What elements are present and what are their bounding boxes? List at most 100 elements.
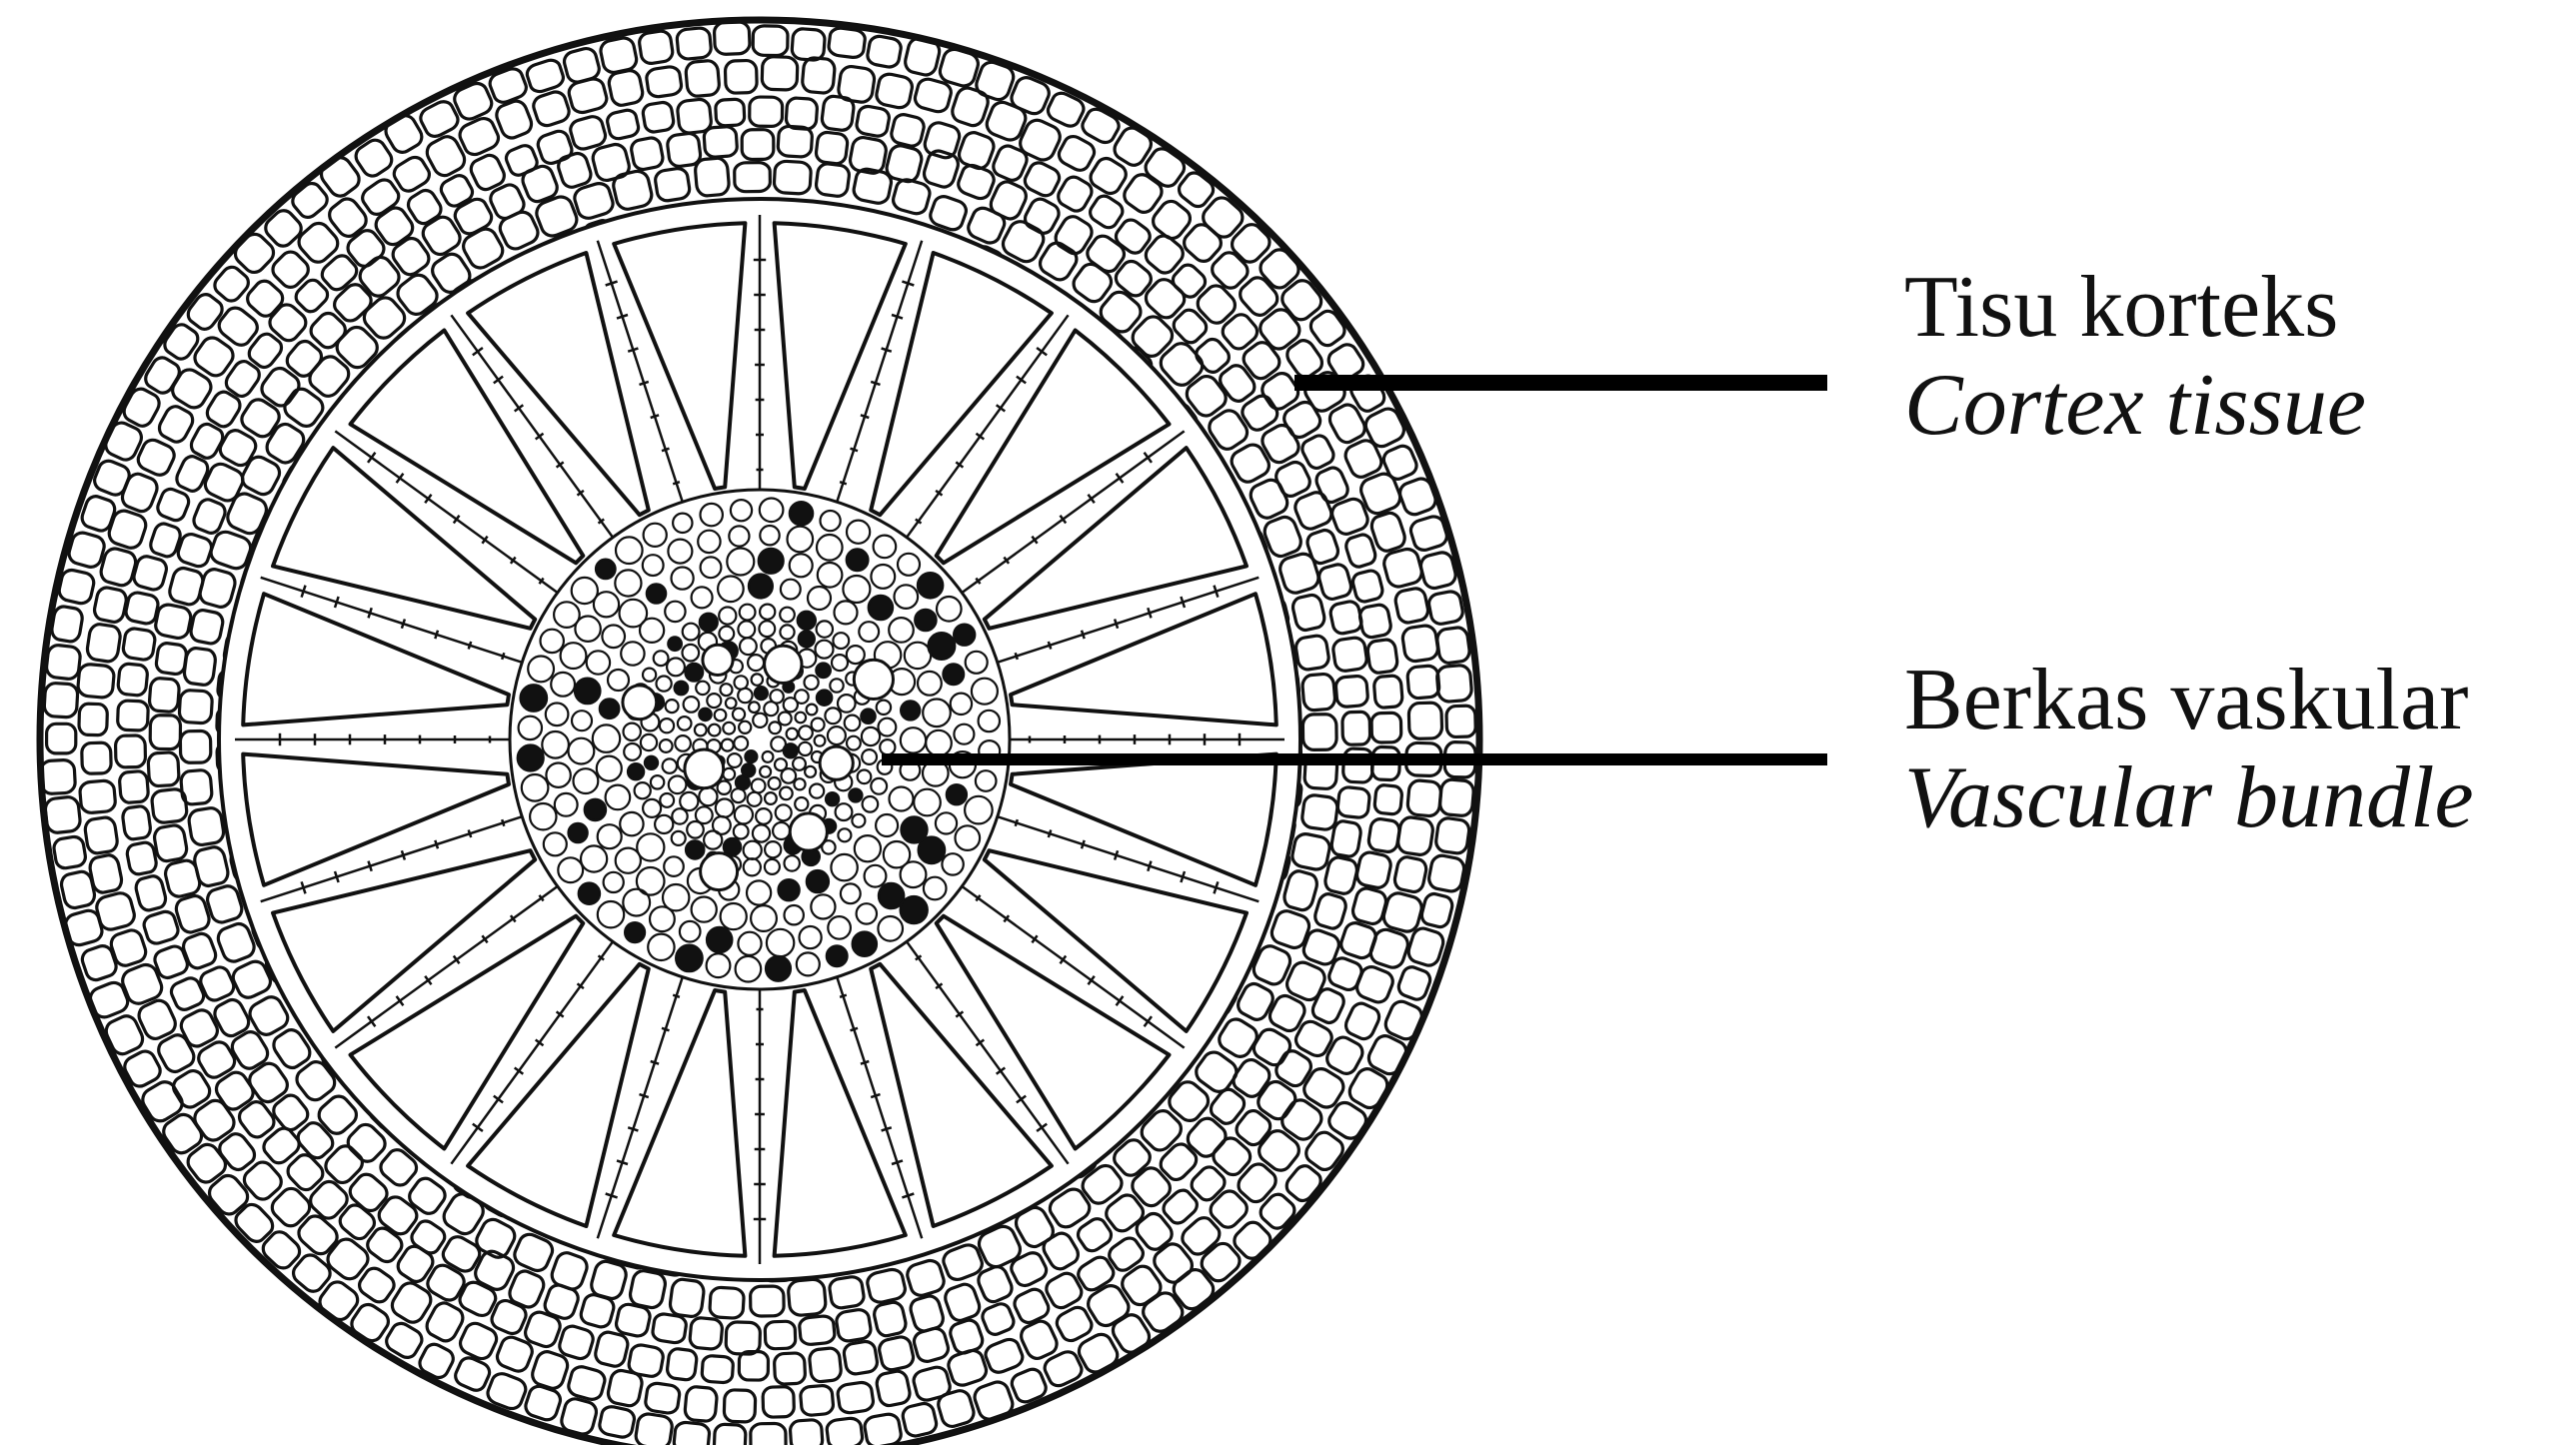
cortex-cell [774, 161, 812, 195]
cortex-cell [1282, 869, 1319, 912]
vascular-cell [749, 575, 773, 599]
cortex-cell [912, 1326, 951, 1364]
cortex-cell [774, 1353, 806, 1385]
cortex-cell [1335, 676, 1368, 708]
cortex-cell [149, 678, 180, 713]
cortex-cell [188, 806, 226, 846]
cortex-cell [646, 66, 683, 99]
vascular-cell [628, 763, 644, 779]
cortex-cell [1309, 986, 1346, 1025]
cortex-cell [684, 1386, 717, 1422]
cortex-cell [710, 1287, 745, 1319]
cortex-cell [1022, 160, 1063, 199]
cortex-cell [117, 701, 148, 730]
vascular-cell [521, 685, 548, 712]
cortex-cell [536, 129, 575, 166]
cortex-cell [905, 1258, 947, 1298]
cortex-cell [1419, 892, 1453, 929]
cortex-cell [1292, 490, 1334, 533]
cortex-cell [132, 555, 169, 593]
cortex-cell [1380, 443, 1419, 482]
cortex-label-malay: Tisu korteks [1904, 262, 2366, 354]
cortex-cell [778, 126, 813, 158]
cortex-cell [99, 547, 138, 588]
cortex-cell [815, 131, 848, 164]
vascular-cell [853, 932, 877, 956]
cortex-cell [1446, 706, 1476, 737]
vascular-cell [625, 922, 645, 942]
cortex-cell [122, 805, 152, 840]
cortex-cell [826, 1417, 863, 1445]
vascular-cell [901, 816, 927, 842]
cortex-cell [438, 172, 475, 209]
vascular-cell [685, 664, 703, 682]
cortex-cell [594, 1330, 630, 1368]
xylem-vessel [703, 645, 733, 675]
cortex-cell [1366, 639, 1398, 674]
cortex-cell [1373, 676, 1402, 709]
cortex-cell [642, 101, 675, 133]
cortex-cell [815, 163, 850, 198]
cortex-cell [167, 566, 205, 607]
cortex-cell [835, 1308, 872, 1342]
cortex-cell [828, 27, 866, 59]
cortex-cell [1381, 547, 1423, 589]
vascular-cell [947, 784, 967, 804]
vascular-cell [954, 625, 975, 646]
cortex-cell [1351, 569, 1384, 604]
cortex-cell [878, 1335, 916, 1372]
cortex-cell [1332, 637, 1368, 673]
cortex-cell [638, 30, 674, 65]
vascular-cell [575, 679, 601, 705]
cortex-cell [800, 1385, 834, 1416]
cortex-cell [598, 1405, 636, 1439]
cortex-cell [891, 177, 932, 216]
cortex-cell [1342, 748, 1373, 783]
vascular-cell [861, 710, 875, 723]
cortex-cell [606, 108, 640, 140]
cortex-cell [1439, 778, 1474, 816]
cortex-cell [1009, 1249, 1050, 1288]
cortex-cell [119, 471, 160, 514]
cortex-cell [1393, 587, 1429, 625]
cortex-cell [695, 158, 730, 197]
vascular-cell [759, 549, 784, 574]
cortex-cell [94, 890, 136, 931]
cortex-cell [635, 1412, 674, 1445]
vascular-cell [816, 664, 831, 679]
vascular-cell [645, 756, 658, 769]
vascular-cell [901, 701, 920, 720]
cortex-cell [124, 591, 159, 625]
vascular-cell [929, 633, 956, 660]
cortex-cell [750, 1286, 784, 1316]
cortex-cell [652, 1313, 688, 1344]
cortex-cell [654, 167, 691, 202]
cortex-cell [44, 683, 78, 718]
cortex-cell [1087, 193, 1126, 231]
cortex-cell [763, 1386, 795, 1417]
cortex-cell [153, 823, 188, 862]
cortex-cell [154, 603, 193, 640]
vascular-cell [647, 584, 666, 603]
cortex-cell [523, 1384, 563, 1423]
cortex-cell [1328, 600, 1362, 635]
cortex-cell [1323, 855, 1359, 895]
cortex-cell [673, 1422, 710, 1445]
cortex-cell [1342, 712, 1370, 744]
cortex-cell [134, 874, 168, 912]
cortex-cell [569, 114, 608, 151]
cortex-cell [1294, 635, 1329, 671]
vascular-cell [579, 883, 600, 904]
cortex-cell [1358, 604, 1392, 640]
cortex-cell [1427, 853, 1466, 892]
vascular-cell [798, 612, 816, 630]
cortex-cell [1312, 891, 1347, 930]
cortex-cell [1434, 817, 1470, 854]
vascular-bundle-label: Berkas vaskular Vascular bundle [1904, 655, 2474, 845]
cortex-cell [863, 1413, 902, 1445]
cortex-cell [189, 609, 224, 646]
cortex-cell [667, 132, 702, 167]
cortex-cell [983, 1336, 1025, 1375]
cortex-cell [1290, 832, 1331, 871]
cortex-cell [53, 835, 87, 869]
